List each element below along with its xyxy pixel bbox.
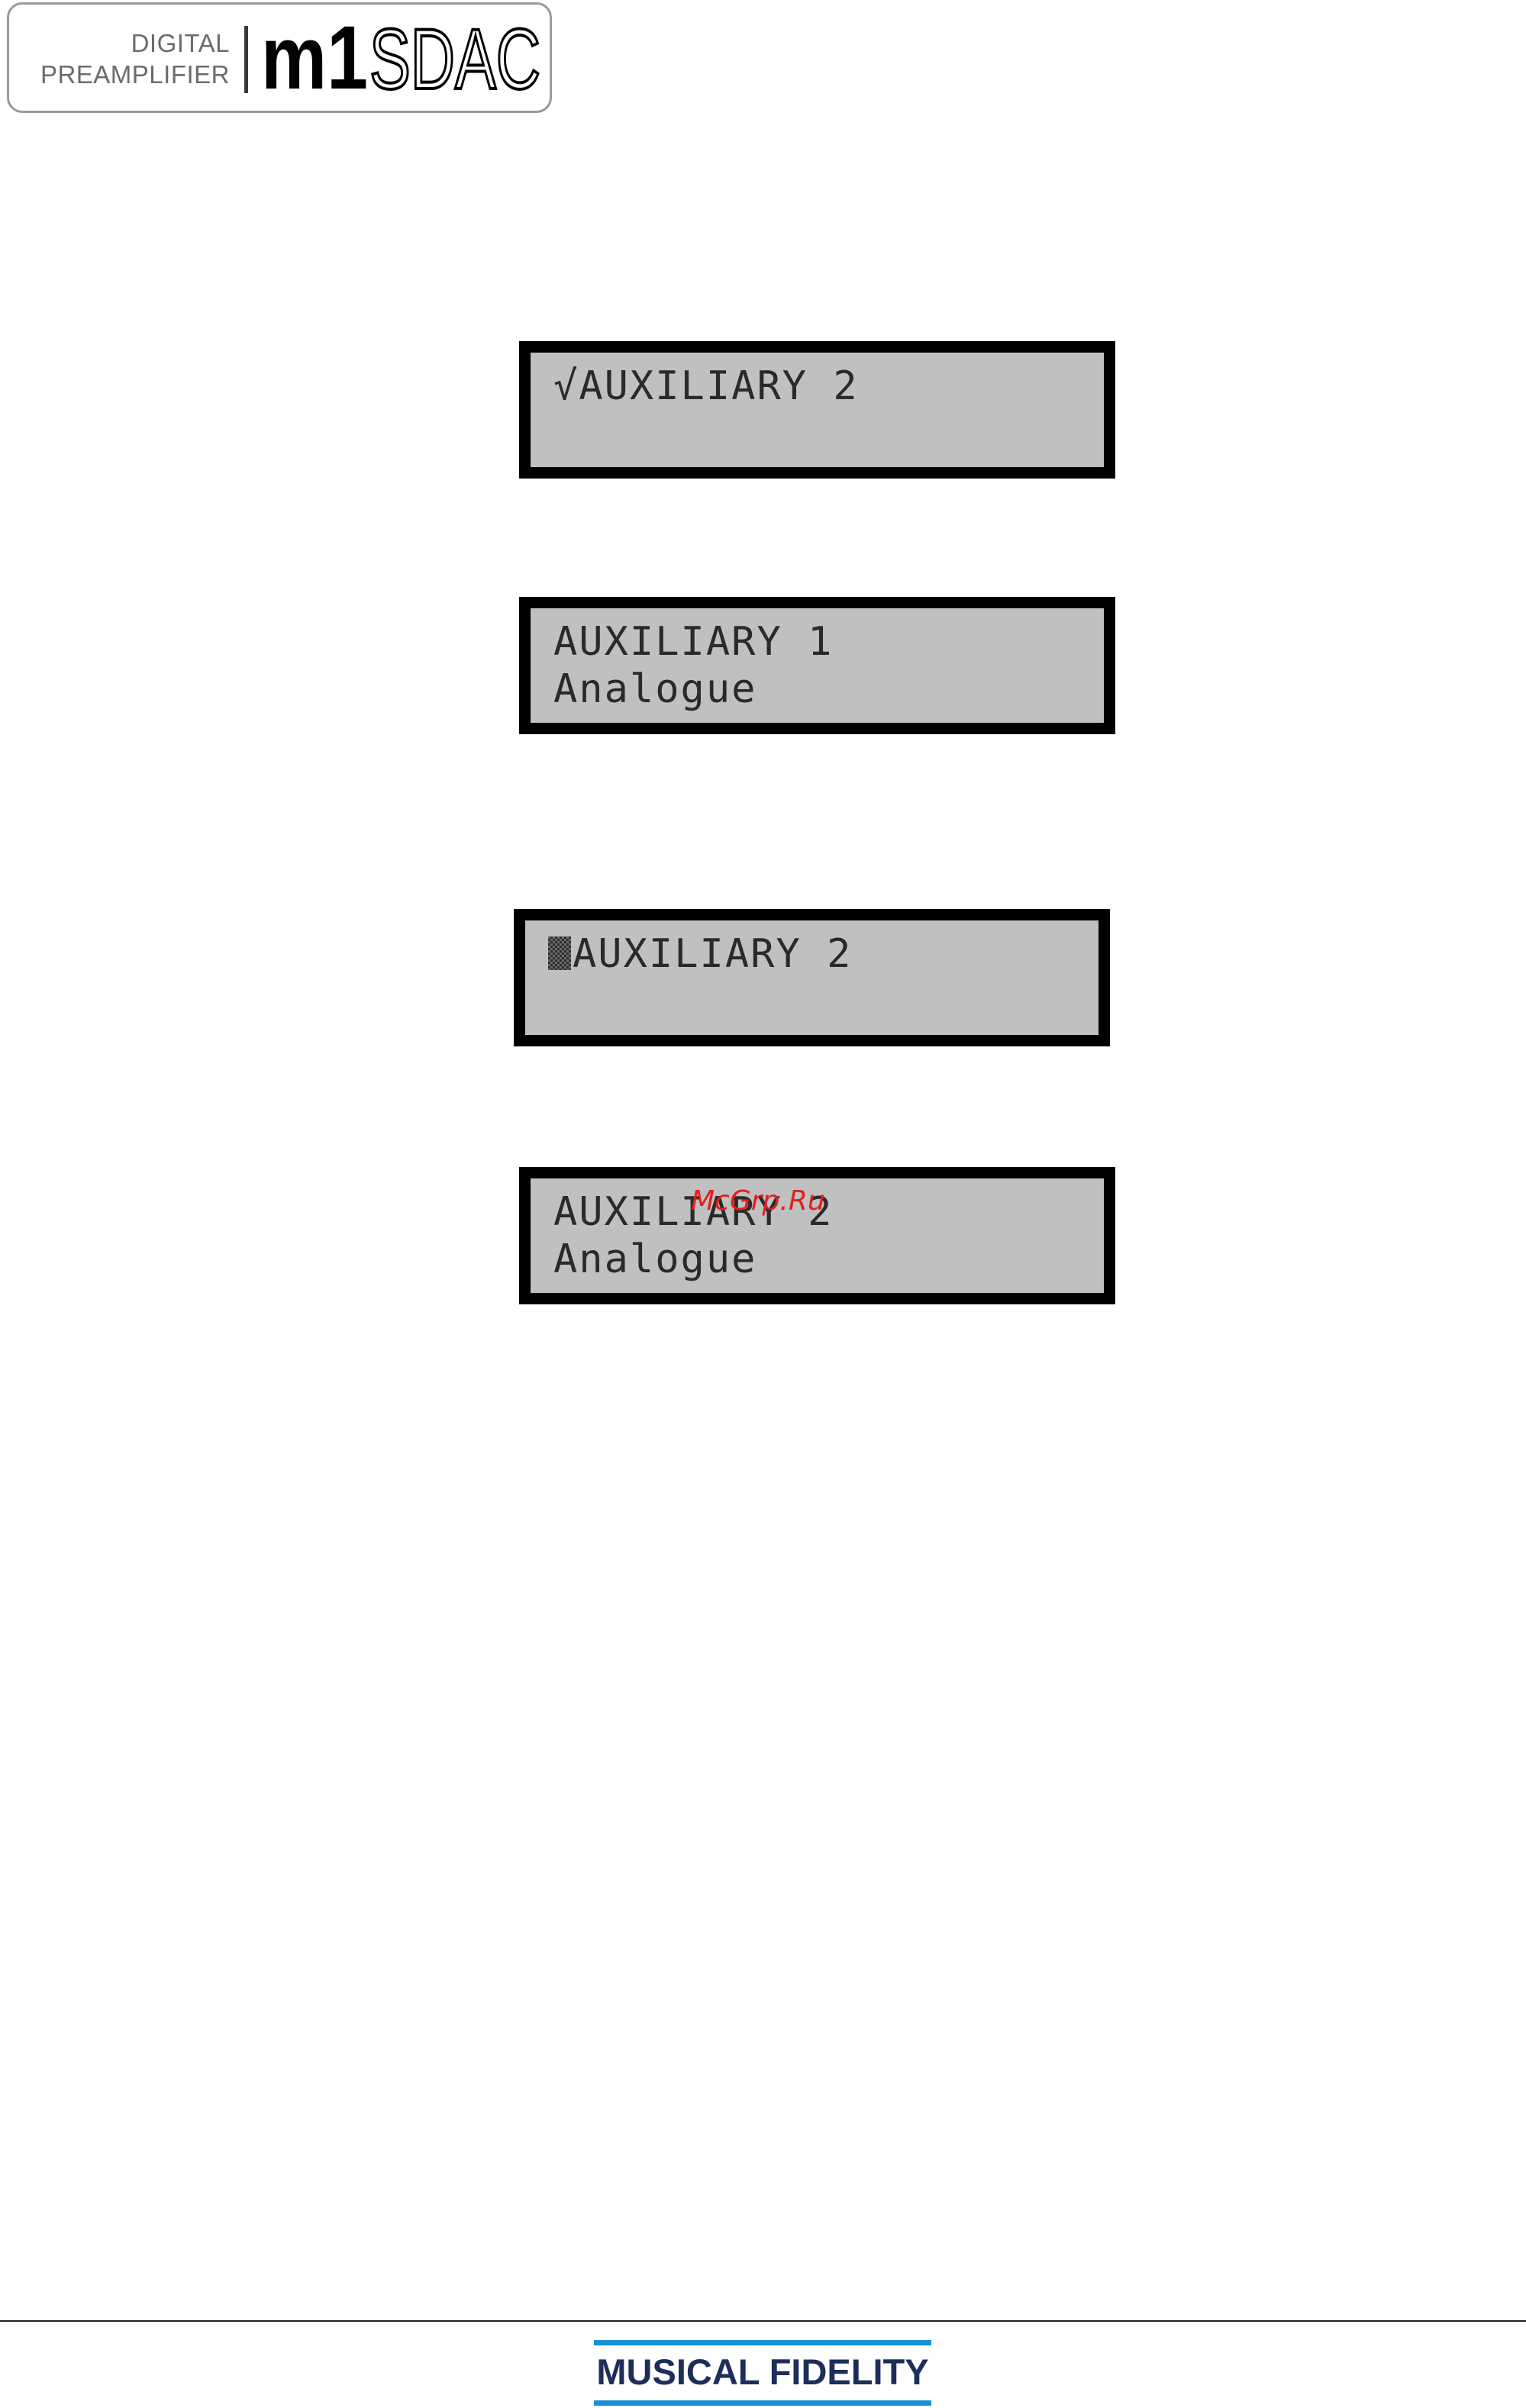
lcd-line-2: Analogue — [553, 1239, 757, 1279]
lcd-line-1: √AUXILIARY 2 — [553, 366, 859, 406]
svg-text:m1: m1 — [261, 12, 368, 102]
logo-line-digital: DIGITAL — [131, 31, 230, 56]
lcd-line-1: AUXILIARY 2 — [548, 934, 852, 974]
svg-text:SDAC: SDAC — [369, 12, 540, 102]
lcd-display-aux1-analogue: AUXILIARY 1 Analogue — [519, 597, 1115, 734]
footer-bar-bottom — [594, 2400, 931, 2406]
lcd-line-1-text: AUXILIARY 2 — [573, 931, 852, 977]
lcd-line-1-text: AUXILIARY 2 — [579, 363, 858, 409]
footer-brand-logo: MUSICAL FIDELITY — [594, 2340, 931, 2406]
check-icon: √ — [553, 366, 579, 406]
lcd-line-2: Analogue — [553, 669, 757, 709]
watermark-text: McGrp.Ru — [691, 1188, 825, 1215]
footer-divider — [0, 2320, 1526, 2322]
block-cursor-icon — [548, 936, 571, 970]
footer-bar-top — [594, 2340, 931, 2345]
logo-line-preamplifier: PREAMPLIFIER — [40, 62, 230, 87]
lcd-display-aux2-cursor: AUXILIARY 2 — [514, 909, 1110, 1046]
footer-brand-text: MUSICAL FIDELITY — [594, 2352, 931, 2392]
lcd-line-1: AUXILIARY 1 — [553, 622, 833, 662]
lcd-display-aux2-selected: √AUXILIARY 2 — [519, 341, 1115, 479]
logo-divider — [244, 26, 248, 93]
logo-brand-mark: m1 SDAC — [261, 12, 544, 102]
header-logo: DIGITAL PREAMPLIFIER m1 SDAC — [7, 2, 552, 113]
